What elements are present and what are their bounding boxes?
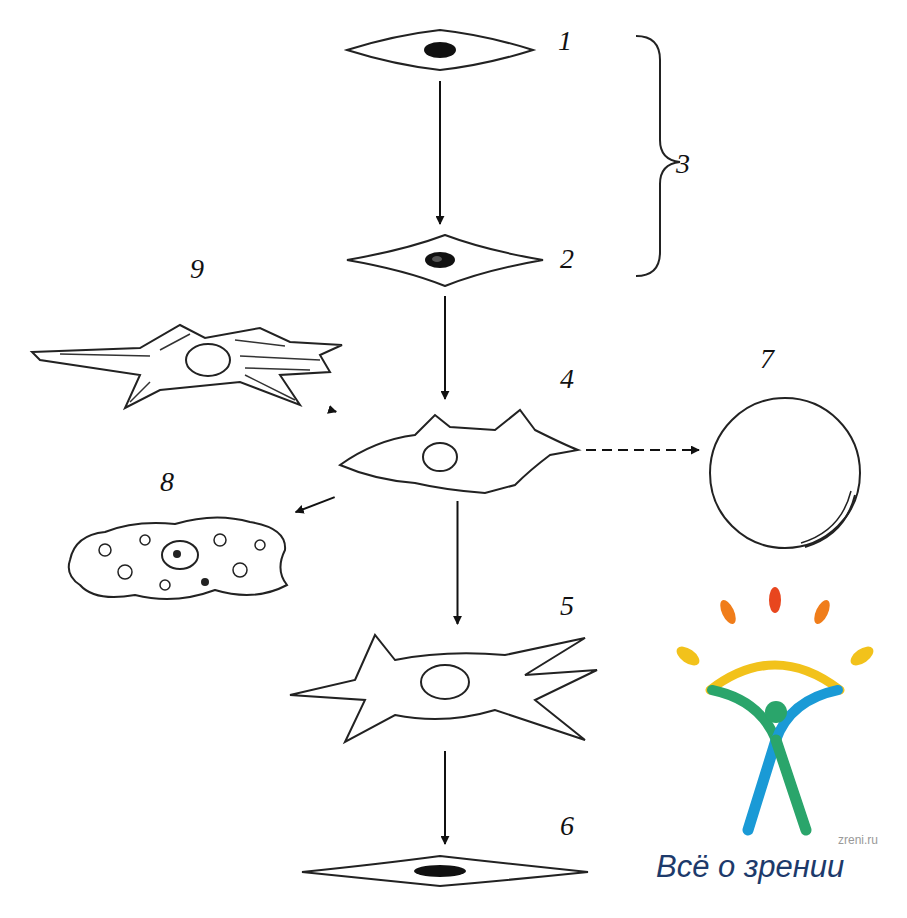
cell: 2 — [345, 230, 545, 290]
watermark: Всё о зрении — [656, 850, 844, 884]
watermark: zreni.ru — [838, 834, 878, 846]
callout-number: 2 — [560, 245, 574, 273]
arrow — [439, 81, 441, 224]
cell: 4 — [335, 405, 580, 495]
callout-number: 1 — [558, 27, 572, 55]
callout-number: 8 — [160, 468, 174, 496]
cell-drawing — [300, 850, 590, 890]
callout-number: 7 — [760, 345, 774, 373]
cell: 9 — [30, 320, 345, 410]
logo — [673, 587, 876, 830]
callout-number: 6 — [560, 812, 574, 840]
cell-drawing — [705, 395, 865, 550]
arrow — [296, 497, 335, 512]
cell: 7 — [705, 395, 865, 550]
callout-number: 4 — [560, 365, 574, 393]
callout-number: 9 — [190, 255, 204, 283]
cell-drawing — [30, 320, 345, 410]
cell-drawing — [345, 230, 545, 290]
callout-number: 3 — [676, 150, 690, 178]
cell: 6 — [300, 850, 590, 890]
arrow — [586, 449, 699, 451]
arrow — [444, 296, 446, 399]
arrow — [457, 501, 459, 624]
cell-drawing — [285, 630, 600, 745]
cell-drawing — [345, 25, 535, 75]
cell: 8 — [65, 510, 290, 605]
cell-drawing — [335, 405, 580, 495]
cell: 1 — [345, 25, 535, 75]
bracket — [636, 36, 680, 276]
callout-number: 5 — [560, 592, 574, 620]
cell-drawing — [65, 510, 290, 605]
arrow — [329, 410, 336, 412]
cell: 5 — [285, 630, 600, 745]
arrow — [444, 751, 446, 844]
